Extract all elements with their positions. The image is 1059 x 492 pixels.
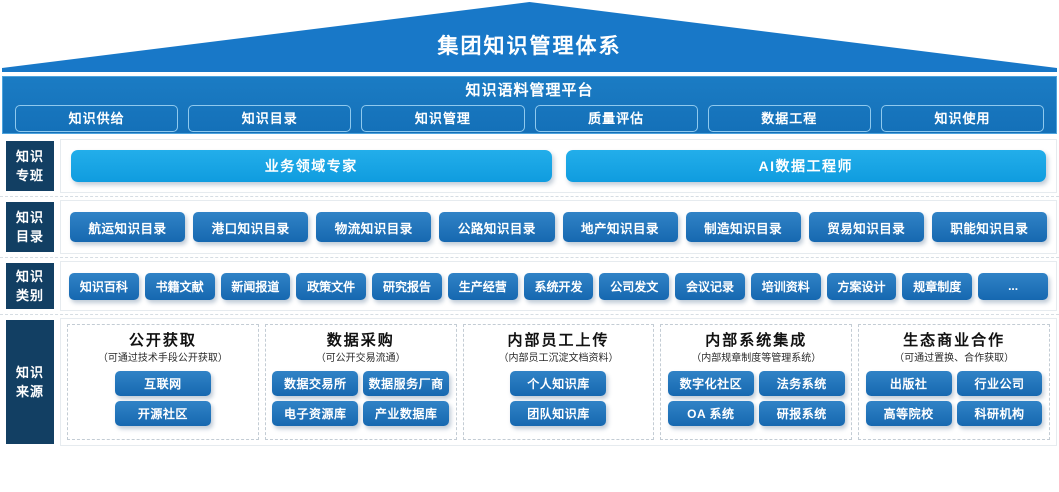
row-label-line-2: 目录 bbox=[15, 229, 44, 244]
category-chip-research-report[interactable]: 研究报告 bbox=[372, 272, 442, 300]
source-chip-internet[interactable]: 互联网 bbox=[114, 371, 211, 396]
source-chip-group: 出版社 行业公司 高等院校 科研机构 bbox=[865, 371, 1043, 426]
row-label-line-1: 知识 bbox=[15, 149, 44, 164]
source-card-internal-system-integration: 内部系统集成 （内部规章制度等管理系统） 数字化社区 法务系统 OA 系统 研报… bbox=[660, 324, 853, 440]
row-body-knowledge-catalog: 航运知识目录 港口知识目录 物流知识目录 公路知识目录 地产知识目录 制造知识目… bbox=[60, 200, 1057, 254]
category-chip-news-report[interactable]: 新闻报道 bbox=[220, 272, 291, 300]
source-chip-oa-system[interactable]: OA 系统 bbox=[667, 401, 754, 426]
platform-button-knowledge-usage[interactable]: 知识使用 bbox=[880, 105, 1045, 132]
source-chip-data-service-vendor[interactable]: 数据服务厂商 bbox=[363, 371, 450, 396]
source-chip-research-institution[interactable]: 科研机构 bbox=[956, 401, 1043, 426]
platform-title: 知识语料管理平台 bbox=[465, 82, 594, 99]
category-chip-solution-design[interactable]: 方案设计 bbox=[826, 272, 897, 300]
row-label-line-1: 知识 bbox=[15, 210, 44, 225]
catalog-chip-highway[interactable]: 公路知识目录 bbox=[439, 212, 555, 242]
layer-rows: 知识 专班 业务领域专家 AI数据工程师 知识 目录 航运知识目录 港口知识目录… bbox=[0, 136, 1059, 449]
source-chip-data-exchange[interactable]: 数据交易所 bbox=[272, 371, 359, 396]
source-card-ecosystem-business-cooperation: 生态商业合作 （可通过置换、合作获取） 出版社 行业公司 高等院校 科研机构 bbox=[858, 324, 1050, 440]
source-chip-group: 互联网 开源社区 bbox=[74, 371, 252, 426]
source-card-title: 公开获取 bbox=[128, 332, 197, 349]
catalog-chip-port[interactable]: 港口知识目录 bbox=[193, 212, 309, 242]
platform-button-group: 知识供给 知识目录 知识管理 质量评估 数据工程 知识使用 bbox=[3, 101, 1056, 132]
platform-button-knowledge-catalog[interactable]: 知识目录 bbox=[188, 105, 352, 132]
row-label-line-2: 类别 bbox=[15, 288, 44, 303]
row-knowledge-expert-team: 知识 专班 业务领域专家 AI数据工程师 bbox=[0, 136, 1059, 196]
source-card-subtitle: （可通过置换、合作获取） bbox=[894, 353, 1015, 364]
category-chip-rules-regulations[interactable]: 规章制度 bbox=[902, 272, 973, 300]
catalog-chip-functional[interactable]: 职能知识目录 bbox=[931, 212, 1047, 242]
category-chip-meeting-minutes[interactable]: 会议记录 bbox=[675, 272, 745, 300]
row-knowledge-source: 知识 来源 公开获取 （可通过技术手段公开获取） 互联网 开源社区 数据采购 （… bbox=[0, 314, 1059, 449]
row-label-knowledge-catalog: 知识 目录 bbox=[6, 202, 54, 252]
row-label-knowledge-category: 知识 类别 bbox=[6, 263, 54, 309]
row-label-line-2: 专班 bbox=[15, 168, 44, 183]
category-chip-company-issuance[interactable]: 公司发文 bbox=[599, 272, 670, 300]
source-chip-university[interactable]: 高等院校 bbox=[865, 401, 952, 426]
row-body-knowledge-category: 知识百科 书籍文献 新闻报道 政策文件 研究报告 生产经营 系统开发 公司发文 … bbox=[60, 261, 1057, 311]
source-card-title: 内部系统集成 bbox=[705, 332, 808, 349]
catalog-chip-real-estate[interactable]: 地产知识目录 bbox=[562, 212, 678, 242]
source-chip-digital-community[interactable]: 数字化社区 bbox=[667, 371, 754, 396]
row-label-line-1: 知识 bbox=[15, 269, 44, 284]
row-knowledge-category: 知识 类别 知识百科 书籍文献 新闻报道 政策文件 研究报告 生产经营 系统开发… bbox=[0, 257, 1059, 314]
row-label-line-2: 来源 bbox=[15, 384, 44, 399]
source-chip-personal-knowledge-base[interactable]: 个人知识库 bbox=[510, 371, 607, 396]
platform-bar: 知识语料管理平台 知识供给 知识目录 知识管理 质量评估 数据工程 知识使用 bbox=[2, 76, 1057, 134]
category-chip-training-material[interactable]: 培训资料 bbox=[750, 272, 821, 300]
source-chip-group: 数据交易所 数据服务厂商 电子资源库 产业数据库 bbox=[272, 371, 450, 426]
category-chip-policy-document[interactable]: 政策文件 bbox=[296, 272, 367, 300]
category-chip-system-development[interactable]: 系统开发 bbox=[523, 272, 594, 300]
category-chip-books-literature[interactable]: 书籍文献 bbox=[144, 272, 215, 300]
source-chip-open-source-community[interactable]: 开源社区 bbox=[114, 401, 211, 426]
platform-button-quality-assessment[interactable]: 质量评估 bbox=[534, 105, 698, 132]
platform-button-data-engineering[interactable]: 数据工程 bbox=[707, 105, 871, 132]
row-body-knowledge-expert-team: 业务领域专家 AI数据工程师 bbox=[60, 139, 1057, 193]
source-card-title: 内部员工上传 bbox=[507, 332, 610, 349]
source-card-subtitle: （内部规章制度等管理系统） bbox=[691, 353, 822, 364]
source-card-title: 生态商业合作 bbox=[903, 332, 1006, 349]
source-chip-research-report-system[interactable]: 研报系统 bbox=[758, 401, 845, 426]
expert-button-ai-data-engineer[interactable]: AI数据工程师 bbox=[565, 150, 1046, 182]
row-label-line-1: 知识 bbox=[15, 365, 44, 380]
category-chip-production-operation[interactable]: 生产经营 bbox=[447, 272, 518, 300]
source-card-internal-employee-upload: 内部员工上传 （内部员工沉淀文档资料） 个人知识库 团队知识库 bbox=[462, 324, 655, 440]
source-chip-team-knowledge-base[interactable]: 团队知识库 bbox=[510, 401, 607, 426]
catalog-chip-shipping[interactable]: 航运知识目录 bbox=[70, 212, 186, 242]
row-knowledge-catalog: 知识 目录 航运知识目录 港口知识目录 物流知识目录 公路知识目录 地产知识目录… bbox=[0, 196, 1059, 257]
category-chip-encyclopedia[interactable]: 知识百科 bbox=[69, 272, 139, 300]
platform-button-knowledge-management[interactable]: 知识管理 bbox=[361, 105, 525, 132]
source-chip-industry-company[interactable]: 行业公司 bbox=[956, 371, 1043, 396]
platform-button-knowledge-supply[interactable]: 知识供给 bbox=[15, 105, 179, 132]
roof-banner: 集团知识管理体系 bbox=[0, 0, 1059, 74]
source-card-public-access: 公开获取 （可通过技术手段公开获取） 互联网 开源社区 bbox=[67, 324, 259, 440]
roof-triangle-shape bbox=[2, 2, 1057, 72]
source-chip-publisher[interactable]: 出版社 bbox=[865, 371, 952, 396]
catalog-chip-manufacturing[interactable]: 制造知识目录 bbox=[685, 212, 801, 242]
row-label-knowledge-source: 知识 来源 bbox=[6, 320, 54, 444]
row-label-knowledge-expert-team: 知识 专班 bbox=[6, 141, 54, 191]
source-chip-electronic-resource-library[interactable]: 电子资源库 bbox=[272, 401, 359, 426]
source-chip-legal-system[interactable]: 法务系统 bbox=[758, 371, 845, 396]
source-card-data-procurement: 数据采购 （可公开交易流通） 数据交易所 数据服务厂商 电子资源库 产业数据库 bbox=[264, 324, 457, 440]
row-body-knowledge-source: 公开获取 （可通过技术手段公开获取） 互联网 开源社区 数据采购 （可公开交易流… bbox=[60, 318, 1057, 446]
category-chip-more[interactable]: ... bbox=[978, 272, 1048, 300]
roof-title: 集团知识管理体系 bbox=[437, 35, 622, 58]
expert-button-domain-expert[interactable]: 业务领域专家 bbox=[71, 150, 552, 182]
source-card-subtitle: （内部员工沉淀文档资料） bbox=[498, 353, 619, 364]
source-chip-group: 个人知识库 团队知识库 bbox=[470, 371, 648, 426]
catalog-chip-trade[interactable]: 贸易知识目录 bbox=[808, 212, 924, 242]
source-chip-group: 数字化社区 法务系统 OA 系统 研报系统 bbox=[667, 371, 845, 426]
source-card-title: 数据采购 bbox=[326, 332, 395, 349]
source-chip-industry-database[interactable]: 产业数据库 bbox=[363, 401, 450, 426]
catalog-chip-logistics[interactable]: 物流知识目录 bbox=[316, 212, 432, 242]
source-card-subtitle: （可通过技术手段公开获取） bbox=[97, 353, 228, 364]
source-card-subtitle: （可公开交易流通） bbox=[315, 353, 406, 364]
